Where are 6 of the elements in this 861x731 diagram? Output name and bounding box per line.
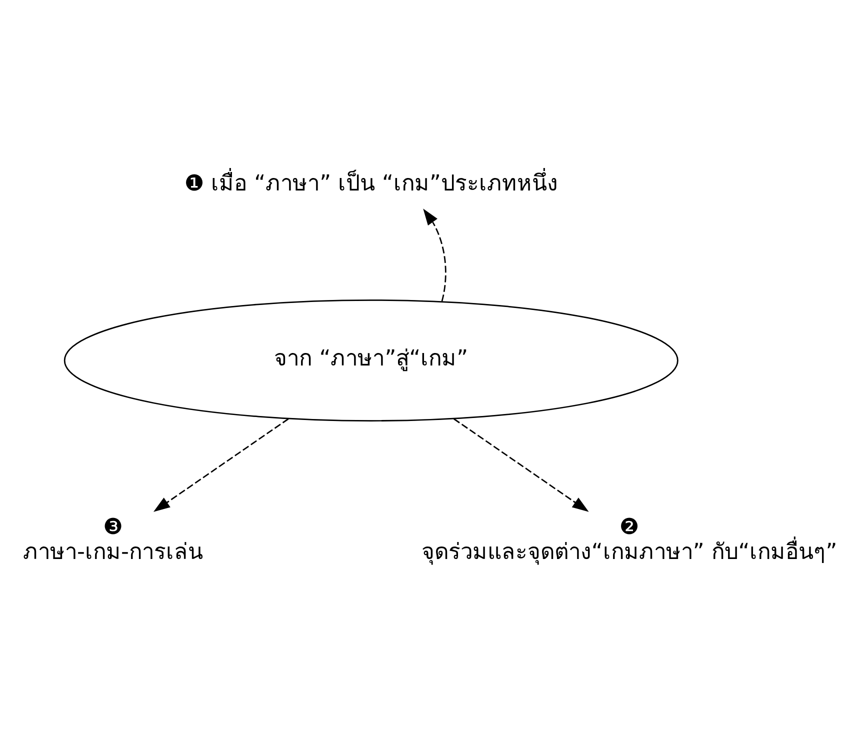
arrow	[153, 418, 289, 512]
arrow	[454, 418, 589, 512]
arrow	[423, 208, 446, 301]
node-text: ❸ ภาษา-เกม-การเล่น	[23, 514, 203, 564]
node-ellipse: จาก “ภาษา”สู่“เกม”	[64, 298, 678, 421]
node-text: ❷ จุดร่วมและจุดต่าง“เกมภาษา” กับ“เกมอื่นๆ”	[421, 514, 838, 564]
